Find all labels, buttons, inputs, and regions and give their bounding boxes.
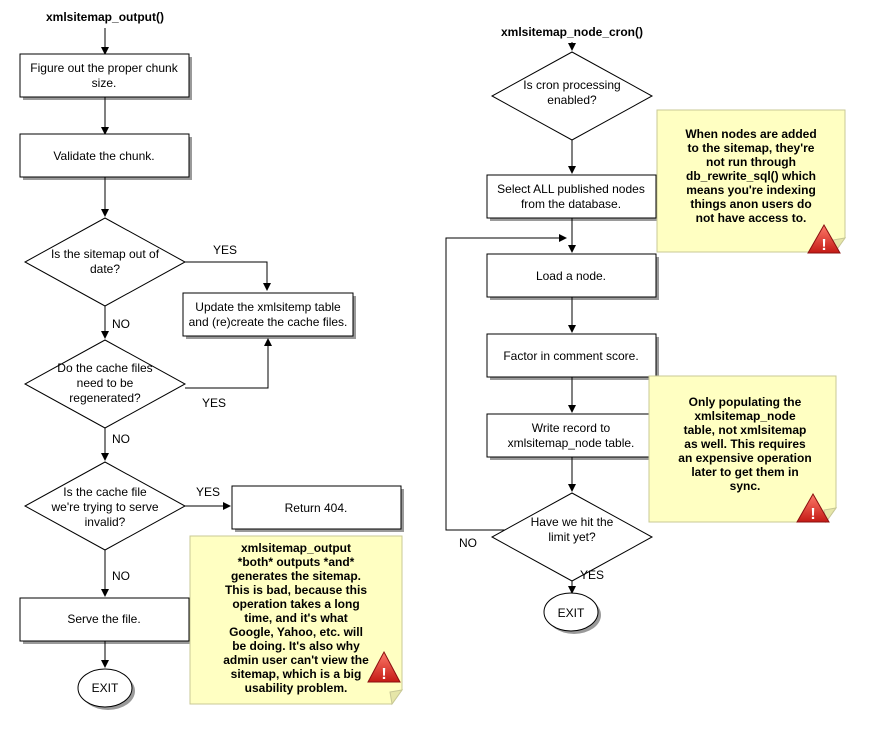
write-line1: Write record to	[532, 421, 611, 435]
validate-chunk-label: Validate the chunk.	[53, 149, 154, 163]
cron-decision-line1: Is cron processing	[523, 78, 620, 92]
no-label-2: NO	[112, 432, 130, 446]
cron-decision-line2: enabled?	[547, 93, 597, 107]
left-note-line9: admin user can't view the	[223, 653, 369, 667]
note1-line1: When nodes are added	[685, 127, 816, 141]
load-node-box	[486, 253, 657, 298]
left-note-line6: time, and it's what	[244, 611, 348, 625]
left-note-line7: Google, Yahoo, etc. will	[229, 625, 363, 639]
left-exit-label: EXIT	[92, 681, 119, 695]
right-exit-label: EXIT	[558, 606, 585, 620]
left-exit-terminal	[77, 668, 133, 708]
note2-line2: xmlsitemap_node	[694, 409, 796, 423]
left-title: xmlsitemap_output()	[46, 10, 164, 24]
warning-icon: !	[796, 492, 830, 523]
select-line1: Select ALL published nodes	[497, 182, 645, 196]
right-no-label: NO	[459, 536, 477, 550]
factor-comment-label: Factor in comment score.	[503, 349, 638, 363]
select-line2: from the database.	[521, 197, 621, 211]
update-table-box	[182, 292, 354, 337]
note2-line5: an expensive operation	[678, 451, 811, 465]
decision1-line1: Is the sitemap out of	[51, 247, 160, 261]
decision2-line3: regenerated?	[69, 391, 141, 405]
note2-line1: Only populating the	[689, 395, 802, 409]
figure-chunk-box	[19, 53, 190, 98]
note1-line6: things anon users do	[690, 197, 811, 211]
note1-line4: db_rewrite_sql() which	[686, 169, 816, 183]
yes-label-1: YES	[213, 243, 237, 257]
decision3-line3: invalid?	[85, 515, 126, 529]
factor-comment-box	[486, 333, 657, 378]
update-line2: and (re)create the cache files.	[189, 315, 348, 329]
decision2-line2: need to be	[77, 376, 134, 390]
note1-line7: not have access to.	[696, 211, 807, 225]
decision2-line1: Do the cache files	[57, 361, 152, 375]
load-node-label: Load a node.	[536, 269, 606, 283]
left-note-line8: be doing. It's also why	[232, 639, 360, 653]
left-note-line5: operation takes a long	[232, 597, 359, 611]
note2-line4: as well. This requires	[684, 437, 806, 451]
right-exit-terminal	[543, 592, 599, 632]
write-line2: xmlsitemap_node table.	[508, 436, 635, 450]
right-title: xmlsitemap_node_cron()	[501, 25, 643, 39]
svg-text:!: !	[381, 666, 386, 683]
note1-line5: means you're indexing	[686, 183, 816, 197]
left-note-line10: sitemap, which is a big	[231, 667, 362, 681]
note1-line2: to the sitemap, they're	[688, 141, 815, 155]
limit-decision-line1: Have we hit the	[531, 515, 614, 529]
note2-line3: table, not xmlsitemap	[684, 423, 807, 437]
left-note-line4: This is bad, because this	[225, 583, 367, 597]
serve-file-label: Serve the file.	[67, 612, 140, 626]
return-404-box	[231, 485, 402, 530]
select-nodes-box	[486, 174, 657, 219]
figure-chunk-line1: Figure out the proper chunk	[30, 61, 178, 75]
right-yes-label: YES	[580, 568, 604, 582]
limit-decision-line2: limit yet?	[548, 530, 596, 544]
right-flowchart: xmlsitemap_node_cron() Is cron processin…	[445, 25, 847, 634]
left-note-line1: xmlsitemap_output	[241, 541, 351, 555]
left-note-line3: generates the sitemap.	[231, 569, 361, 583]
svg-text:!: !	[810, 506, 815, 523]
note2-line6: later to get them in	[691, 465, 798, 479]
decision3-line2: we're trying to serve	[51, 500, 159, 514]
update-line1: Update the xmlsitemp table	[195, 300, 341, 314]
left-note-line2: *both* outputs *and*	[238, 555, 355, 569]
no-label-3: NO	[112, 569, 130, 583]
left-flowchart: xmlsitemap_output() Figure out the prope…	[19, 10, 404, 710]
warning-icon: !	[807, 223, 841, 254]
validate-chunk-box	[19, 133, 190, 178]
left-note-line11: usability problem.	[245, 681, 348, 695]
figure-chunk-line2: size.	[92, 76, 117, 90]
note2-line7: sync.	[730, 479, 761, 493]
decision3-line1: Is the cache file	[63, 485, 147, 499]
note1-line3: not run through	[706, 155, 796, 169]
svg-text:!: !	[821, 237, 826, 254]
yes-label-2: YES	[202, 396, 226, 410]
decision1-line2: date?	[90, 262, 120, 276]
warning-icon: !	[367, 650, 401, 683]
yes-label-3: YES	[196, 485, 220, 499]
no-label-1: NO	[112, 317, 130, 331]
return-404-label: Return 404.	[285, 501, 348, 515]
write-record-box	[486, 413, 657, 458]
serve-file-box	[19, 597, 190, 642]
